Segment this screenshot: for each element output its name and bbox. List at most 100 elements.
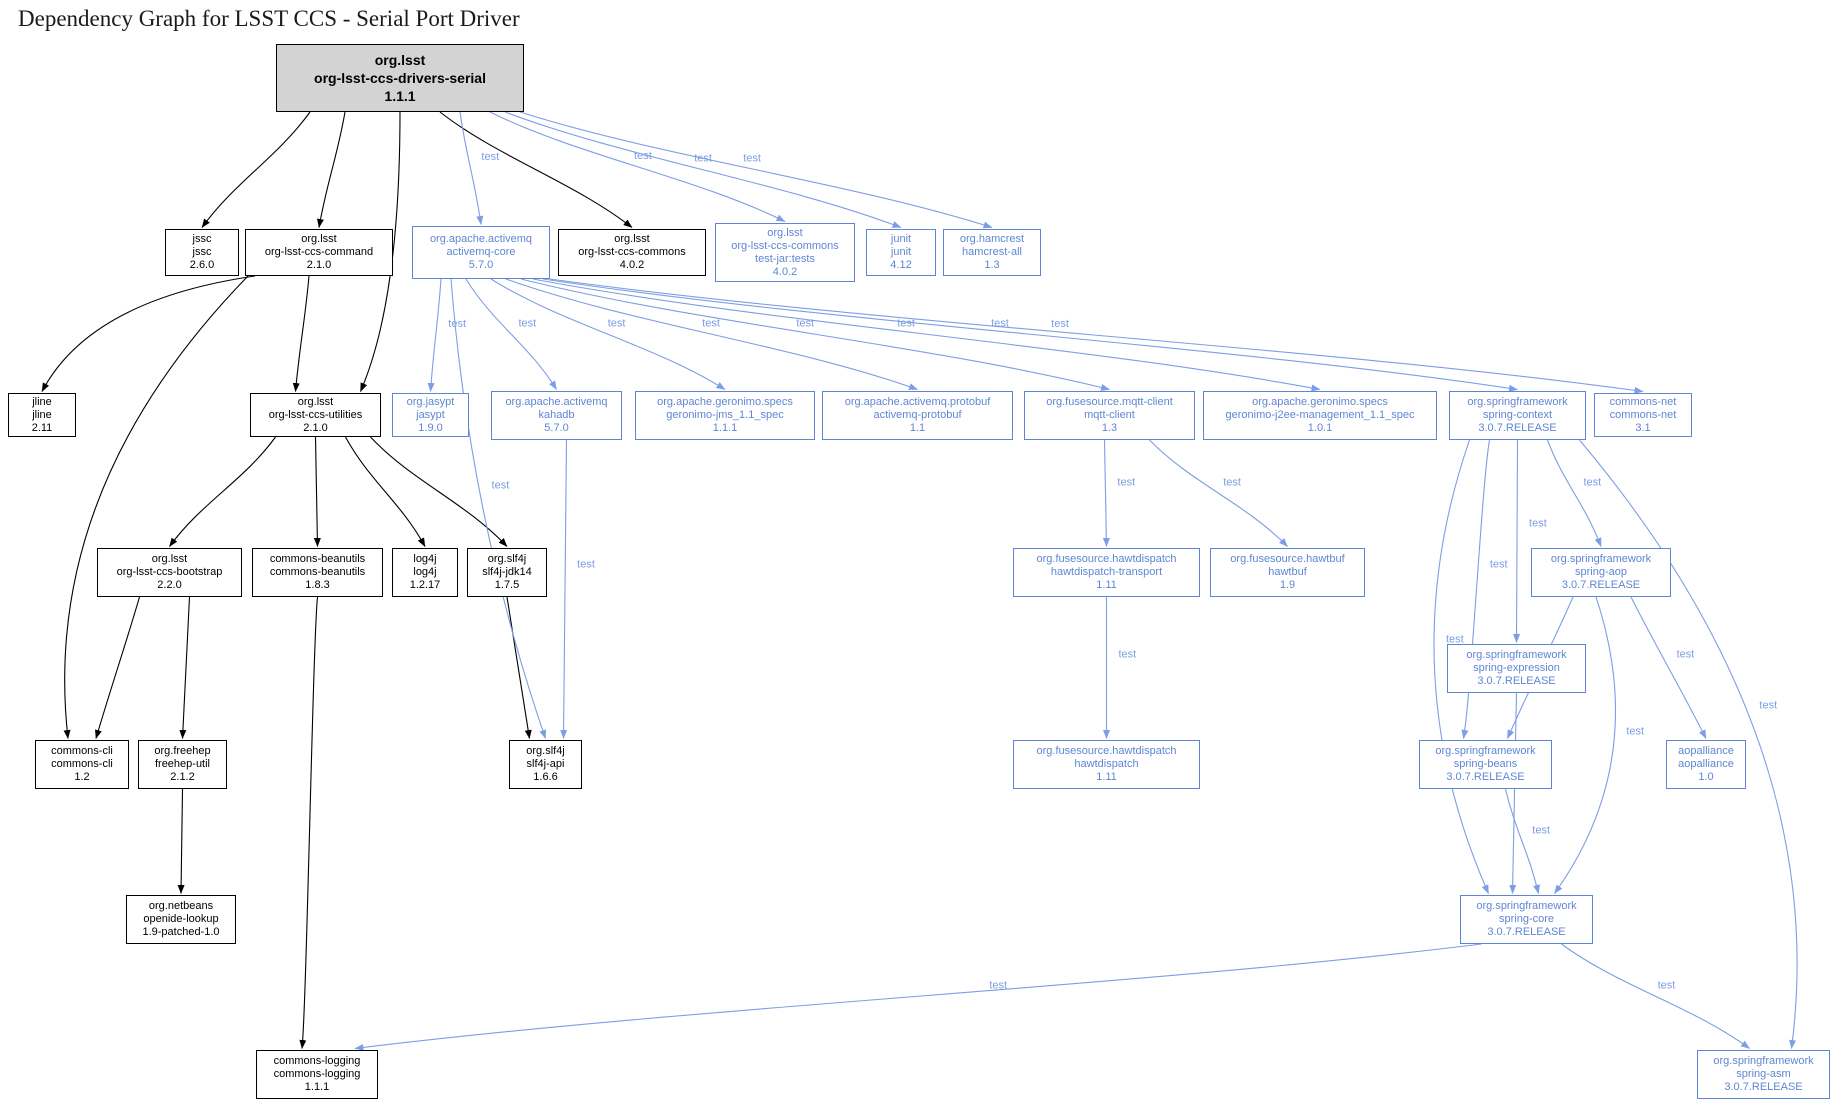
edge-spring-context-to-spring-asm	[1579, 439, 1798, 1049]
dep-node-line: org.slf4j	[487, 553, 527, 565]
dep-node-line: spring-core	[1498, 913, 1555, 925]
edge-scope-label: test	[1446, 634, 1464, 646]
dep-node-line: commons-net	[1609, 408, 1677, 421]
dep-node-line: org.lsst	[767, 226, 803, 239]
dep-node-line: org.apache.activemq.protobuf	[844, 396, 991, 408]
edge-root-to-command	[317, 111, 346, 228]
dep-node-line: org.lsst	[297, 395, 334, 408]
dep-node-line: org.apache.activemq	[505, 396, 608, 408]
dep-node-line: test-jar:tests	[755, 252, 815, 265]
dep-node-line: 1.8.3	[305, 579, 330, 591]
dep-node-line: 3.0.7.RELEASE	[1478, 422, 1557, 434]
dep-node-line: 1.1.1	[384, 88, 416, 104]
dep-node-line: jline	[32, 395, 52, 408]
graph-title: Dependency Graph for LSST CCS - Serial P…	[18, 6, 520, 31]
edge-activemq-core-to-kahadb	[465, 278, 557, 390]
dep-node-line: activemq-core	[446, 246, 516, 258]
dep-node-line: jline	[32, 408, 52, 421]
dep-node-line: 4.0.2	[619, 259, 645, 271]
edge-root-to-commons-tests	[489, 111, 786, 222]
edge-activemq-core-to-spring-context	[542, 278, 1518, 392]
dep-node-line: org.lsst	[614, 233, 650, 245]
edge-scope-label: test	[1051, 318, 1069, 330]
dep-node-line: 1.1	[909, 422, 926, 434]
edge-scope-label: test	[702, 317, 720, 329]
edge-scope-label: test	[1658, 980, 1676, 992]
edge-spring-context-to-spring-beans	[1461, 439, 1491, 739]
dep-node-line: org.springframework	[1466, 649, 1567, 661]
edge-scope-label: test	[1490, 558, 1508, 570]
dep-node-line: commons-beanutils	[269, 566, 366, 578]
dep-node-line: org.fusesource.hawtdispatch	[1036, 745, 1177, 757]
dep-node-line: 1.9.0	[418, 421, 443, 434]
dep-node-line: aopalliance	[1678, 758, 1734, 770]
dep-node-line: 1.0.1	[1307, 422, 1333, 434]
edge-root-to-commons	[439, 111, 633, 228]
dep-node-line: org.freehep	[154, 745, 211, 757]
dep-node-line: 1.1.1	[304, 1081, 330, 1093]
edge-scope-label: test	[1119, 649, 1137, 661]
edge-root-to-hamcrest	[519, 111, 993, 229]
edge-scope-label: test	[448, 318, 466, 330]
dep-node-line: org-lsst-ccs-bootstrap	[116, 566, 223, 578]
dep-node-line: hawtbuf	[1268, 566, 1307, 578]
dep-node-line: org.netbeans	[148, 900, 214, 912]
dep-node-line: commons-logging	[273, 1055, 361, 1067]
dep-node-line: 2.1.2	[170, 771, 195, 783]
edge-command-to-jline	[41, 275, 256, 392]
dep-node-line: org.springframework	[1476, 900, 1577, 912]
edge-activemq-core-to-mqtt-client	[520, 278, 1110, 391]
dep-node-line: 1.3	[1101, 422, 1118, 434]
edge-spring-context-to-spring-aop	[1546, 439, 1602, 547]
dep-node-line: org-lsst-ccs-utilities	[268, 408, 363, 421]
edge-scope-label: test	[1529, 517, 1547, 529]
dep-node-line: 1.2.17	[409, 579, 441, 591]
dep-node-line: 3.0.7.RELEASE	[1724, 1081, 1803, 1093]
edge-scope-label: test	[1117, 476, 1135, 488]
edge-utilities-to-log4j	[345, 436, 426, 547]
dep-node-line: org.springframework	[1713, 1055, 1814, 1067]
dep-node-line: 1.7.5	[494, 579, 520, 591]
dep-node-line: log4j	[413, 553, 437, 565]
edge-spring-expression-to-spring-core	[1509, 692, 1518, 894]
dep-node-line: 2.2.0	[157, 579, 182, 591]
edge-scope-label: test	[1532, 825, 1550, 837]
dep-node-line: geronimo-j2ee-management_1.1_spec	[1225, 409, 1415, 421]
